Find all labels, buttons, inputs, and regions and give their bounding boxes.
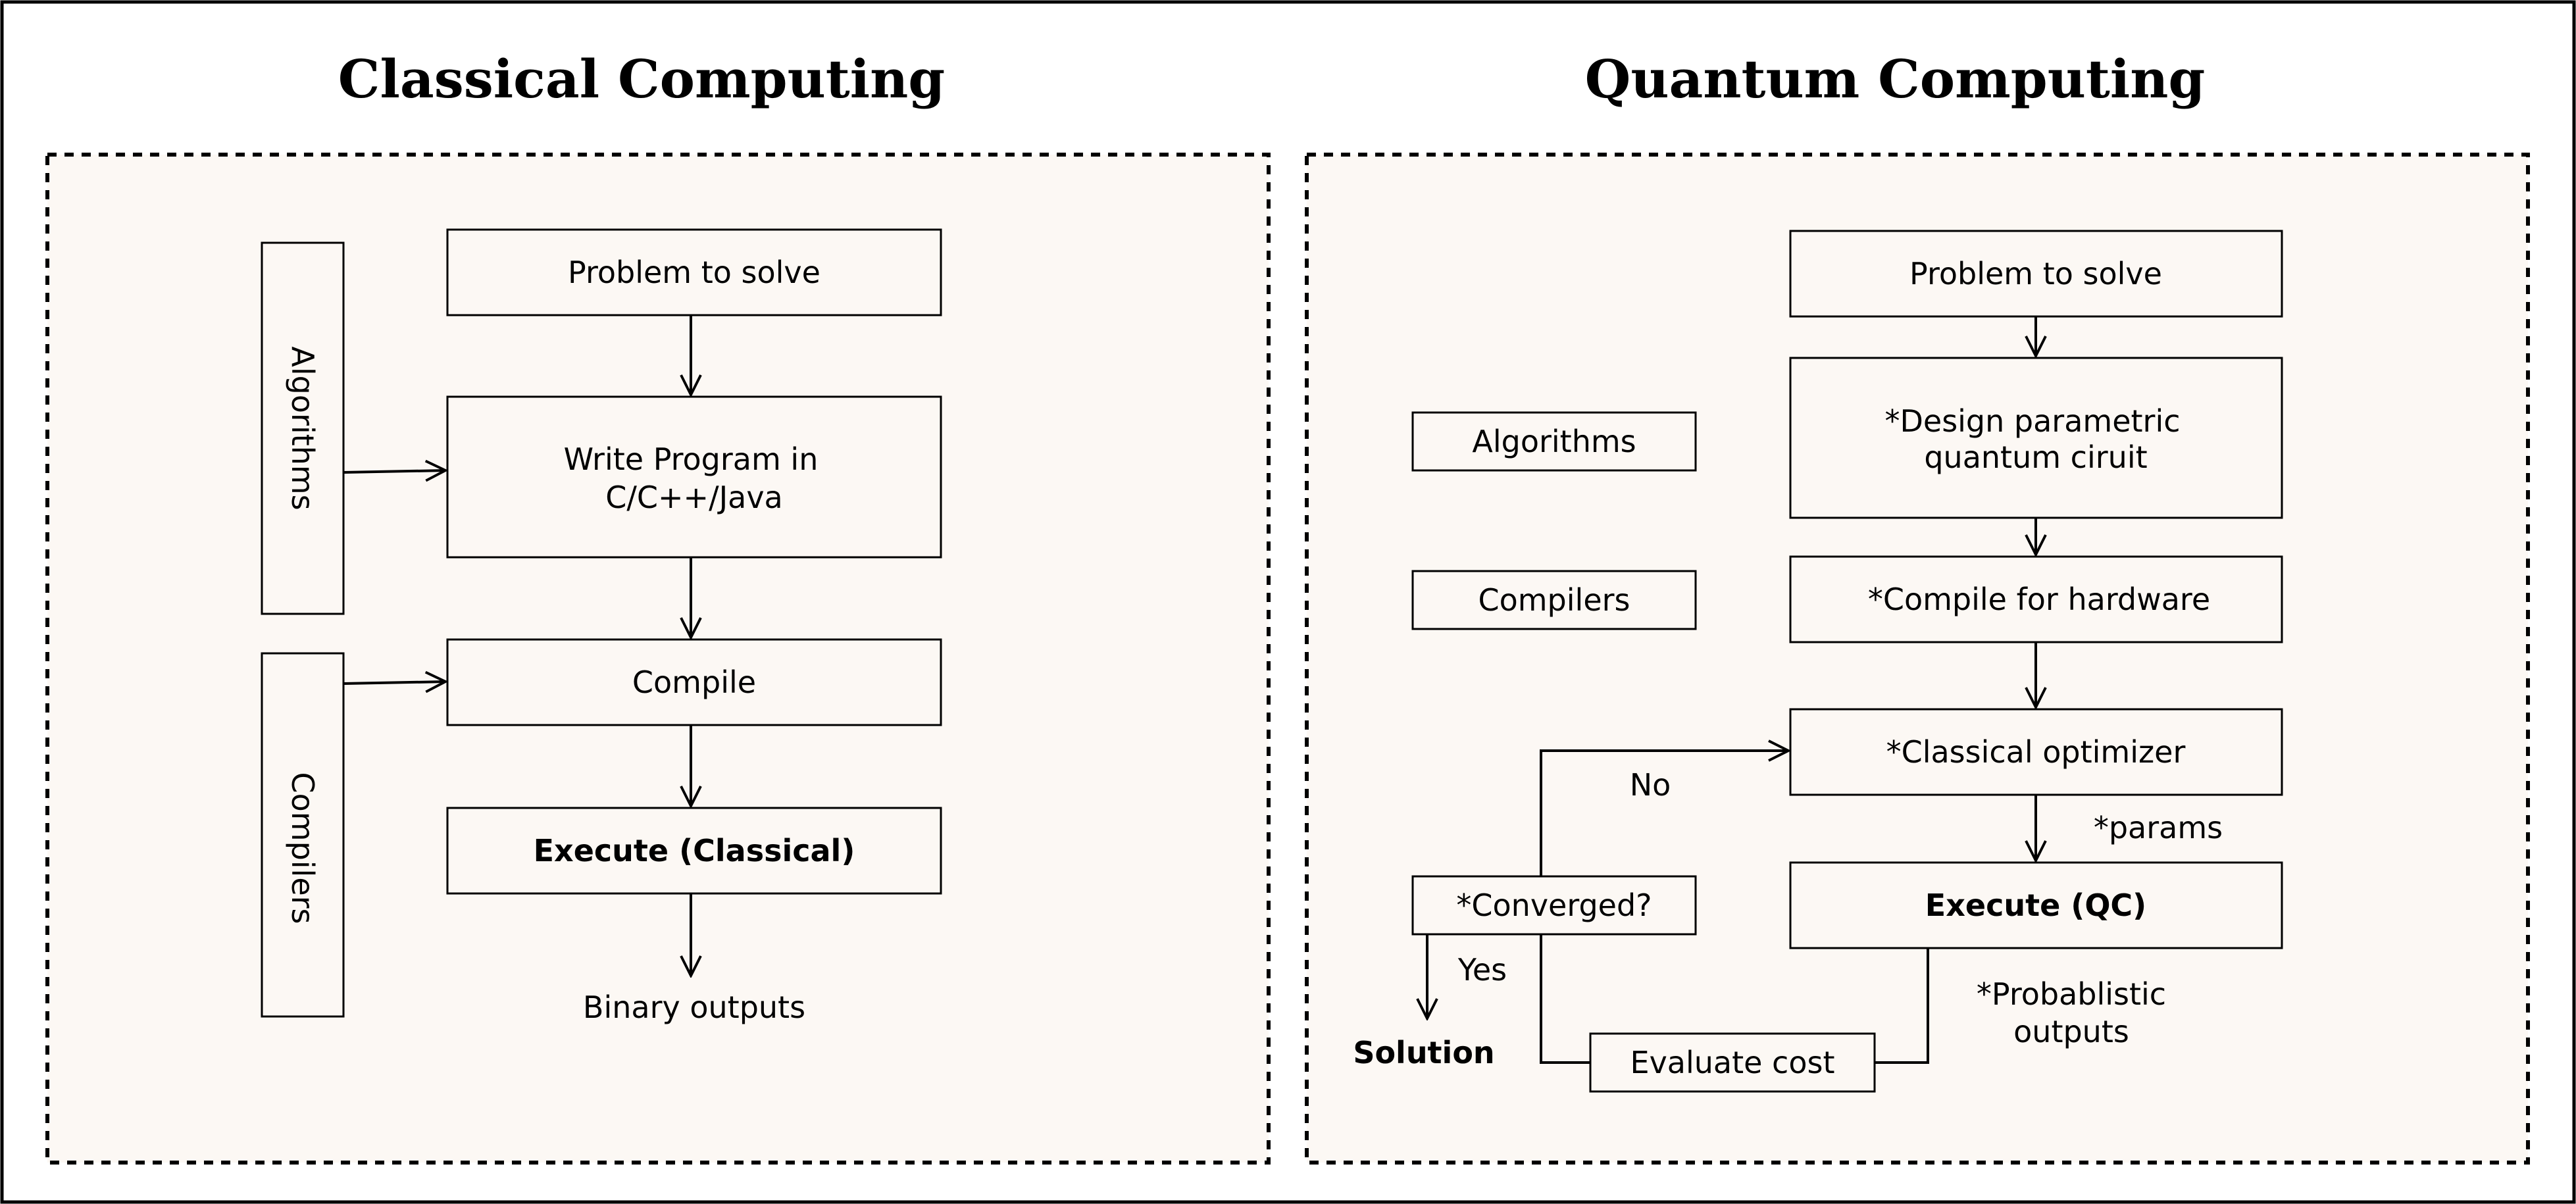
quantum-design-circuit-line2: quantum ciruit xyxy=(1924,439,2147,475)
classical-arrow-compilers-to-compile xyxy=(343,682,445,684)
quantum-execute-box xyxy=(1789,861,2283,949)
classical-compilers-label: Compilers xyxy=(285,772,320,924)
quantum-problem-box xyxy=(1789,230,2283,318)
quantum-line-execute-to-evaluate xyxy=(1875,948,1929,1064)
quantum-compile-box xyxy=(1789,555,2283,643)
quantum-compilers-label: Compilers xyxy=(1478,582,1630,618)
classical-execute-label: Execute (Classical) xyxy=(534,833,855,868)
quantum-line-evaluate-to-converged xyxy=(1540,934,1590,1064)
quantum-optimizer-label: *Classical optimizer xyxy=(1886,734,2186,770)
classical-title: Classical Computing xyxy=(338,48,945,110)
quantum-panel xyxy=(1305,153,2530,1165)
quantum-algorithms-label: Algorithms xyxy=(1472,424,1636,459)
classical-write-program-line1: Write Program in xyxy=(564,441,819,477)
quantum-yes-label: Yes xyxy=(1457,952,1507,988)
quantum-title: Quantum Computing xyxy=(1585,48,2206,110)
quantum-compilers-box xyxy=(1411,570,1697,630)
quantum-problem-label: Problem to solve xyxy=(1909,256,2162,291)
quantum-evaluate-cost-label: Evaluate cost xyxy=(1630,1045,1835,1080)
quantum-optimizer-box xyxy=(1789,708,2283,796)
classical-compilers-box xyxy=(261,652,345,1018)
classical-algorithms-label: Algorithms xyxy=(285,346,320,510)
quantum-compile-label: *Compile for hardware xyxy=(1868,582,2210,617)
classical-binary-outputs: Binary outputs xyxy=(583,990,805,1025)
classical-compile-box xyxy=(446,638,942,726)
quantum-design-circuit-box xyxy=(1789,357,2283,519)
quantum-execute-label: Execute (QC) xyxy=(1925,888,2146,923)
quantum-arrow-converged-no-to-optimizer xyxy=(1540,751,1788,876)
classical-algorithms-box xyxy=(261,241,345,615)
quantum-design-circuit-line1: *Design parametric xyxy=(1884,403,2180,439)
quantum-no-label: No xyxy=(1630,767,1671,803)
quantum-params-label: *params xyxy=(2094,810,2223,845)
classical-arrow-algorithms-to-write xyxy=(343,470,445,472)
classical-write-program-line2: C/C++/Java xyxy=(605,480,783,515)
quantum-probabilistic-outputs-line1: *Probablistic xyxy=(1977,976,2166,1012)
quantum-converged-label: *Converged? xyxy=(1456,888,1652,923)
quantum-solution-label: Solution xyxy=(1353,1035,1494,1070)
quantum-converged-box xyxy=(1411,875,1697,936)
quantum-algorithms-box xyxy=(1411,411,1697,472)
classical-execute-box xyxy=(446,807,942,895)
classical-problem-label: Problem to solve xyxy=(568,255,821,290)
quantum-probabilistic-outputs-line2: outputs xyxy=(2013,1014,2129,1049)
classical-problem-box xyxy=(446,228,942,316)
classical-write-program-box xyxy=(446,395,942,559)
classical-compile-label: Compile xyxy=(632,665,756,700)
